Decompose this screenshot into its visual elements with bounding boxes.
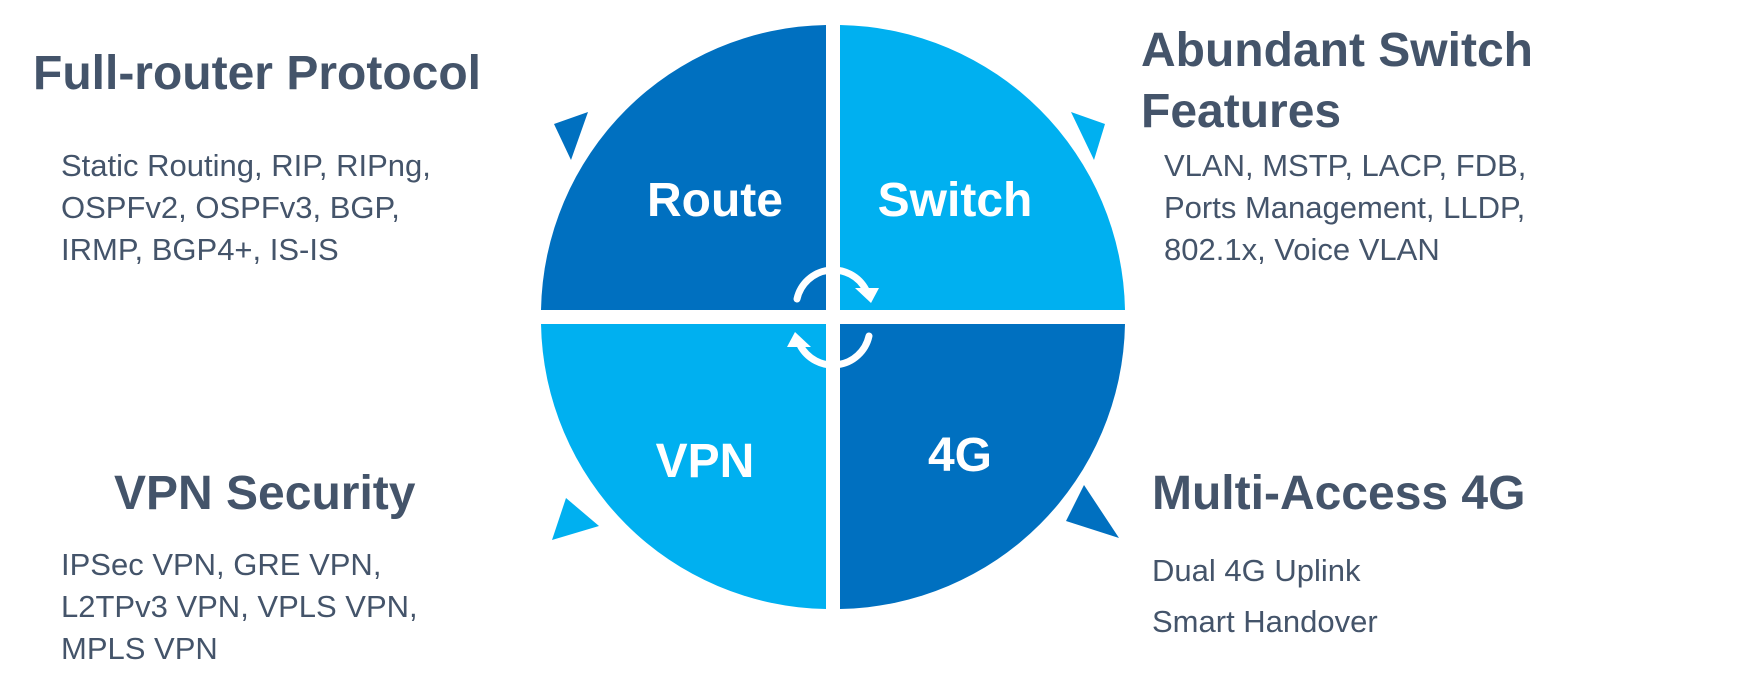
heading-full-router-protocol: Full-router Protocol: [33, 47, 481, 100]
quadrant-label-route: Route: [647, 174, 783, 227]
heading-multi-access-4g: Multi-Access 4G: [1152, 467, 1526, 520]
list-item: IPSec VPN, GRE VPN,: [61, 547, 382, 582]
triangle-pointer-icon-top-right: [1071, 112, 1105, 160]
quadrant-vpn: [541, 324, 826, 609]
list-item: Static Routing, RIP, RIPng,: [61, 148, 431, 183]
heading-line: Abundant Switch: [1141, 24, 1533, 77]
list-item: L2TPv3 VPN, VPLS VPN,: [61, 589, 418, 624]
triangle-pointer-icon-bottom-left: [552, 498, 599, 540]
feature-list-vpn-security: IPSec VPN, GRE VPN, L2TPv3 VPN, VPLS VPN…: [61, 544, 418, 670]
heading-line: Features: [1141, 85, 1342, 138]
feature-list-multi-access-4g: Dual 4G Uplink Smart Handover: [1152, 545, 1378, 647]
list-item: VLAN, MSTP, LACP, FDB,: [1164, 148, 1527, 183]
list-item: Ports Management, LLDP,: [1164, 190, 1526, 225]
feature-list-switch-features: VLAN, MSTP, LACP, FDB, Ports Management,…: [1164, 145, 1526, 271]
heading-vpn-security: VPN Security: [114, 467, 416, 520]
rotate-arrows-icon: [787, 266, 879, 369]
list-item: MPLS VPN: [61, 631, 218, 666]
quadrant-label-4g: 4G: [928, 429, 992, 482]
quadrant-label-vpn: VPN: [656, 435, 755, 488]
list-item: OSPFv2, OSPFv3, BGP,: [61, 190, 400, 225]
quadrant-4g: [840, 324, 1125, 609]
list-item: 802.1x, Voice VLAN: [1164, 232, 1440, 267]
quadrant-switch: [840, 25, 1125, 310]
list-item: IRMP, BGP4+, IS-IS: [61, 232, 339, 267]
list-item: Dual 4G Uplink: [1152, 553, 1361, 588]
triangle-pointer-icon-bottom-right: [1066, 485, 1119, 538]
triangle-pointer-icon-top-left: [554, 112, 588, 160]
quadrant-label-switch: Switch: [878, 174, 1033, 227]
list-item: Smart Handover: [1152, 604, 1378, 639]
heading-abundant-switch-features: Abundant Switch Features: [1141, 20, 1533, 142]
feature-list-full-router-protocol: Static Routing, RIP, RIPng, OSPFv2, OSPF…: [61, 145, 431, 271]
quadrant-route: [541, 25, 826, 310]
